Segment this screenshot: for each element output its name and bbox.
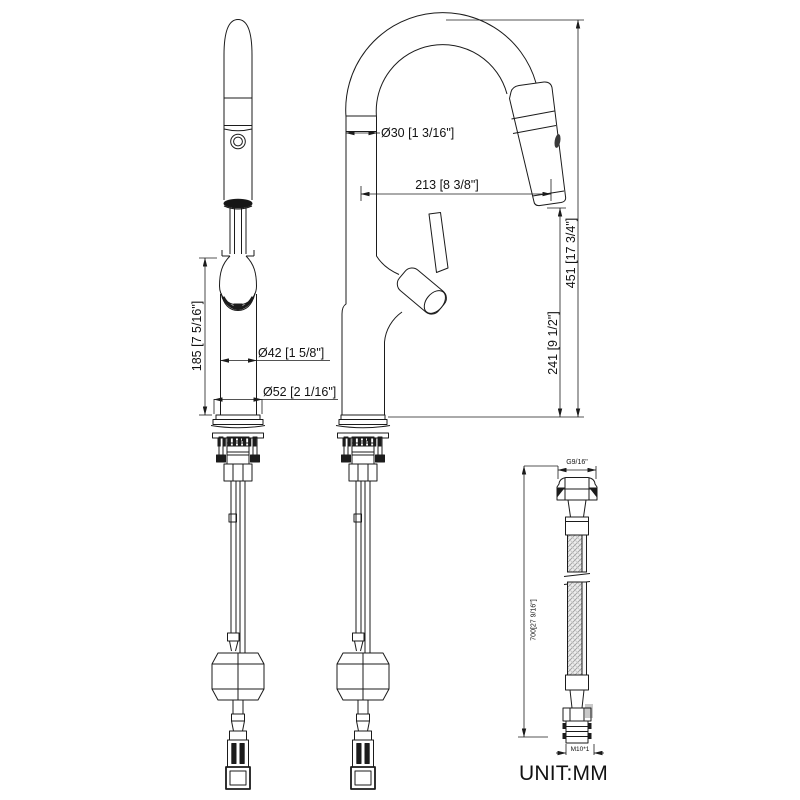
sprayer-button-icon <box>230 133 246 150</box>
sprayer-nozzle-face <box>223 198 253 209</box>
base-diameter-label: Ø52 [2 1/16"] <box>263 385 336 399</box>
dimension-lines <box>199 19 604 756</box>
supply-hose-view <box>556 477 598 744</box>
under-counter-hardware-front <box>210 424 266 790</box>
hose-body <box>563 499 591 676</box>
spout-reach-label: 213 [8 3/8"] <box>415 178 479 192</box>
hose-bottom-thread-label: M10*1 <box>571 746 590 753</box>
faucet-front-view <box>210 19 266 790</box>
handle-side <box>396 212 449 315</box>
hose-top-thread-label: G9/16" <box>566 459 588 466</box>
spray-wand-front <box>223 19 253 210</box>
under-counter-hardware-side <box>335 424 391 790</box>
body-front <box>212 294 264 425</box>
hose-length-label: 700[27 9/16"] <box>531 599 538 640</box>
sprayer-toggle-button <box>554 134 561 148</box>
base-flange-side <box>340 414 386 420</box>
unit-note: UNIT:MM <box>519 762 608 785</box>
body-side <box>338 414 388 425</box>
outlet-height-label: 241 [9 1/2"] <box>546 311 560 375</box>
overall-height-label: 451 [17 3/4"] <box>564 218 578 288</box>
spout-diameter-label: Ø30 [1 3/16"] <box>381 126 454 140</box>
hose-bottom-fitting <box>562 674 593 744</box>
spout-neck-front <box>221 208 255 257</box>
base-flange-front <box>215 414 261 420</box>
faucet-side-view <box>335 12 567 790</box>
body-height-label: 185 [7 5/16"] <box>190 301 204 371</box>
hose-top-nut <box>556 477 598 501</box>
spray-head-side <box>509 81 567 207</box>
handle-lever <box>428 212 449 273</box>
body-diameter-label: Ø42 [1 5/8"] <box>258 346 324 360</box>
handle-front <box>219 255 257 311</box>
